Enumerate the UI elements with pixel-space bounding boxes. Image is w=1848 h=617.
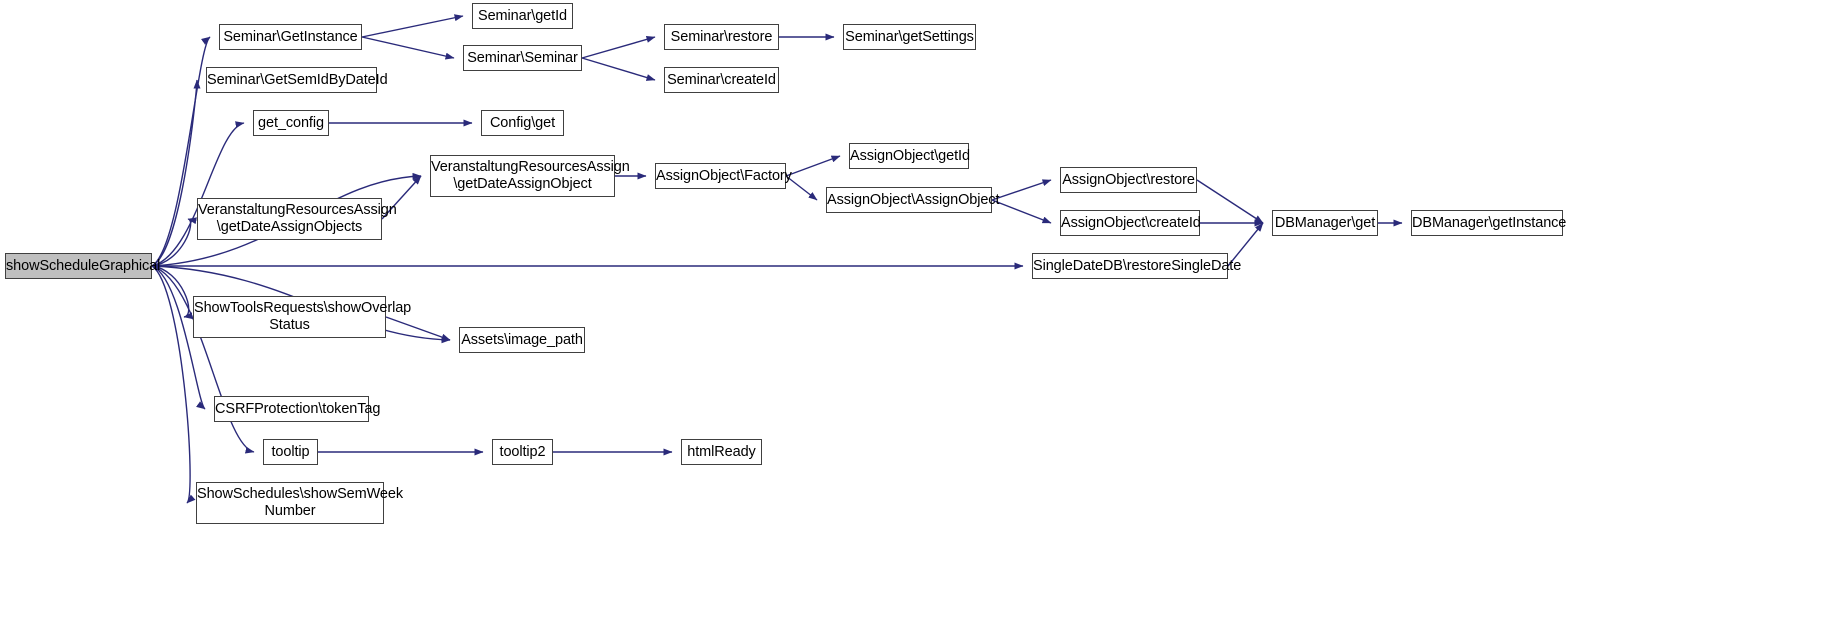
node-label: Seminar\GetSemIdByDateId xyxy=(207,71,388,88)
node-label: Seminar\createId xyxy=(667,71,776,88)
node-tooltip[interactable]: tooltip xyxy=(263,439,318,465)
edge-SeminarGetInstance-to-SeminarSeminar xyxy=(361,36,455,60)
node-get_config[interactable]: get_config xyxy=(253,110,329,136)
node-SeminarRestore[interactable]: Seminar\restore xyxy=(664,24,779,50)
node-DBManagerGetInstance[interactable]: DBManager\getInstance xyxy=(1411,210,1567,236)
node-AssignObjectRestore[interactable]: AssignObject\restore xyxy=(1060,167,1197,193)
node-label: tooltip xyxy=(271,443,310,460)
edge-showScheduleGraphical-to-tooltip xyxy=(151,265,255,454)
node-label: tooltip2 xyxy=(499,443,546,460)
node-label: AssignObject\getId xyxy=(850,147,970,164)
node-label: CSRFProtection\tokenTag xyxy=(215,400,381,417)
node-label: ShowSchedules\showSemWeek Number xyxy=(197,486,403,519)
node-label: AssignObject\createId xyxy=(1061,214,1201,231)
node-AssetsImagePath[interactable]: Assets\image_path xyxy=(459,327,585,353)
node-SeminarCreateId[interactable]: Seminar\createId xyxy=(664,67,779,93)
edge-showScheduleGraphical-to-ShowSchedulesShowSemWeekNumber xyxy=(151,265,196,504)
node-htmlReady[interactable]: htmlReady xyxy=(681,439,762,465)
node-tooltip2[interactable]: tooltip2 xyxy=(492,439,553,465)
node-label: ShowToolsRequests\showOverlap Status xyxy=(194,300,412,333)
node-SingleDateDBrestoreSingleDate[interactable]: SingleDateDB\restoreSingleDate xyxy=(1032,253,1242,279)
node-label: SingleDateDB\restoreSingleDate xyxy=(1033,257,1242,274)
node-label: VeranstaltungResourcesAssign \getDateAss… xyxy=(431,159,630,192)
node-label: Seminar\GetInstance xyxy=(223,28,358,45)
node-label: Seminar\getSettings xyxy=(845,28,974,45)
edge-AssignObjectRestore-to-DBManagerGet xyxy=(1196,179,1264,224)
edge-showScheduleGraphical-to-get_config xyxy=(151,121,245,267)
edge-ShowToolsRequestsShowOverlapStatus-to-AssetsImagePath xyxy=(385,316,451,341)
node-label: Seminar\restore xyxy=(670,28,773,45)
node-AssignObjectGetId[interactable]: AssignObject\getId xyxy=(849,143,970,169)
node-label: AssignObject\AssignObject xyxy=(827,191,1000,208)
node-SeminarGetId[interactable]: Seminar\getId xyxy=(472,3,573,29)
node-SeminarGetSettings[interactable]: Seminar\getSettings xyxy=(843,24,976,50)
node-ShowToolsRequestsShowOverlapStatus[interactable]: ShowToolsRequests\showOverlap Status xyxy=(193,296,412,338)
node-SeminarGetInstance[interactable]: Seminar\GetInstance xyxy=(219,24,362,50)
node-CSRFProtectionTokenTag[interactable]: CSRFProtection\tokenTag xyxy=(214,396,381,422)
node-label: Config\get xyxy=(489,114,556,131)
edge-AssignObjectAssignObject-to-AssignObjectCreateId xyxy=(991,199,1052,224)
node-AssignObjectAssignObject[interactable]: AssignObject\AssignObject xyxy=(826,187,1000,213)
node-label: Seminar\getId xyxy=(478,7,567,24)
node-label: get_config xyxy=(258,114,324,131)
node-showScheduleGraphical[interactable]: showScheduleGraphical xyxy=(5,253,161,279)
node-DBManagerGet[interactable]: DBManager\get xyxy=(1272,210,1378,236)
edge-SeminarSeminar-to-SeminarCreateId xyxy=(581,57,656,81)
node-VRAgetDateAssignObject[interactable]: VeranstaltungResourcesAssign \getDateAss… xyxy=(430,155,630,197)
node-SeminarGetSemIdByDateId[interactable]: Seminar\GetSemIdByDateId xyxy=(206,67,388,93)
node-Configget[interactable]: Config\get xyxy=(481,110,564,136)
node-AssignObjectFactory[interactable]: AssignObject\Factory xyxy=(655,163,792,189)
node-label: DBManager\getInstance xyxy=(1412,214,1567,231)
edge-AssignObjectFactory-to-AssignObjectGetId xyxy=(785,155,841,177)
edge-SeminarSeminar-to-SeminarRestore xyxy=(581,35,656,59)
node-AssignObjectCreateId[interactable]: AssignObject\createId xyxy=(1060,210,1201,236)
node-label: showScheduleGraphical xyxy=(6,257,161,274)
node-label: AssignObject\restore xyxy=(1062,171,1195,188)
edge-SeminarGetInstance-to-SeminarGetId xyxy=(361,14,464,38)
node-label: htmlReady xyxy=(687,443,756,460)
edge-showScheduleGraphical-to-SeminarGetSemIdByDateId xyxy=(151,79,201,267)
node-label: Seminar\Seminar xyxy=(467,49,578,66)
node-VRAgetDateAssignObjects[interactable]: VeranstaltungResourcesAssign \getDateAss… xyxy=(197,198,397,240)
node-ShowSchedulesShowSemWeekNumber[interactable]: ShowSchedules\showSemWeek Number xyxy=(196,482,403,524)
node-label: AssignObject\Factory xyxy=(656,167,792,184)
node-label: DBManager\get xyxy=(1274,214,1376,231)
node-label: Assets\image_path xyxy=(461,331,583,348)
edge-AssignObjectAssignObject-to-AssignObjectRestore xyxy=(991,179,1052,201)
node-SeminarSeminar[interactable]: Seminar\Seminar xyxy=(463,45,582,71)
node-label: VeranstaltungResourcesAssign \getDateAss… xyxy=(198,202,397,235)
